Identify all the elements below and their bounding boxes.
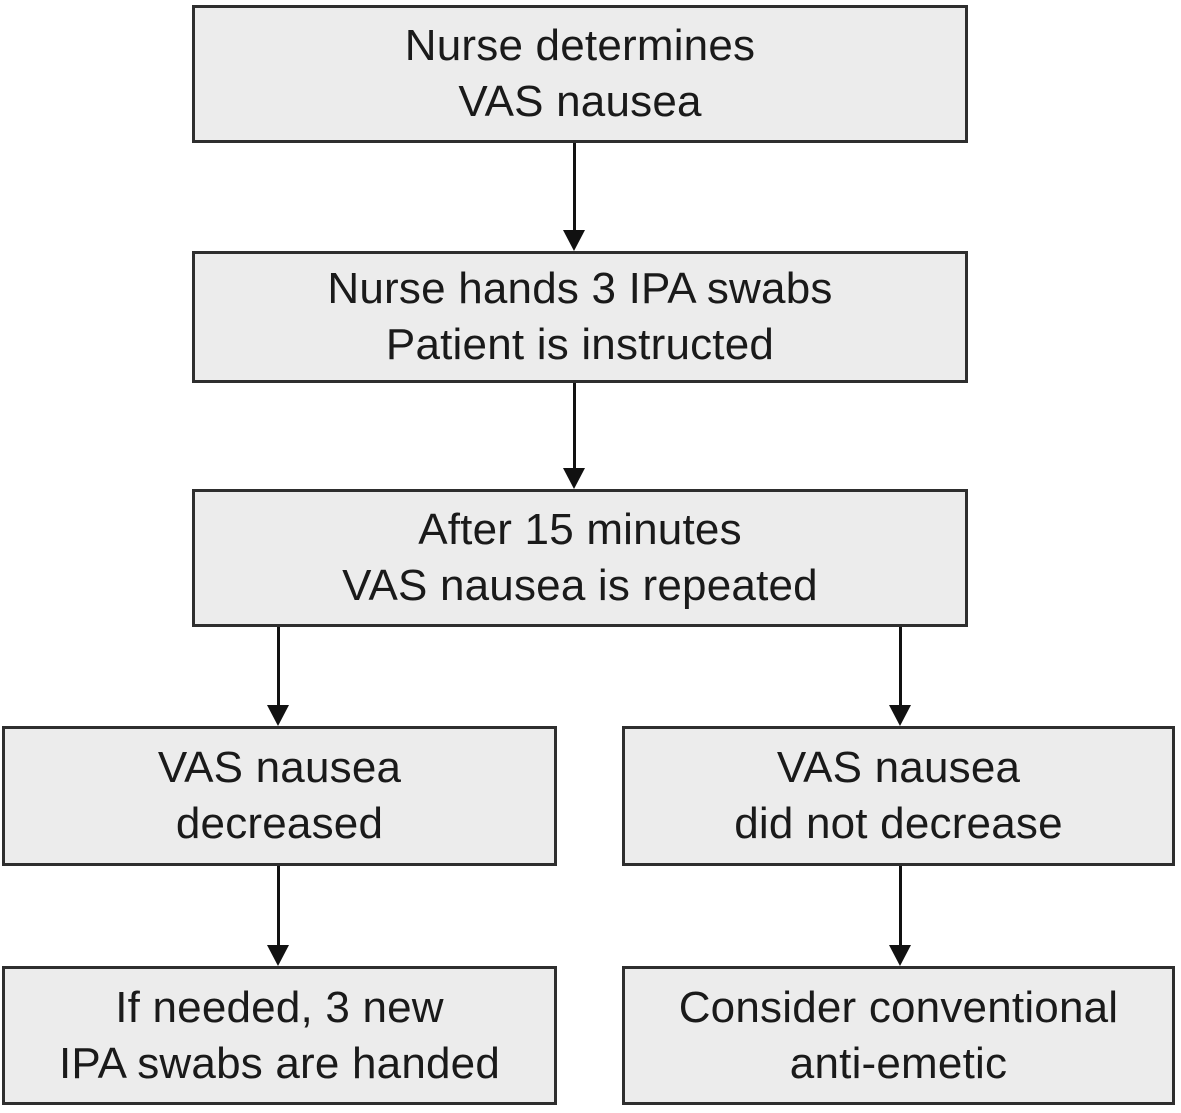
node-text-line: Patient is instructed: [385, 320, 775, 369]
arrow-to-after-15-minutes: [563, 383, 585, 489]
arrow-to-nurse-hands-swabs: [563, 143, 585, 251]
node-vas-decreased: VAS nausea decreased: [2, 726, 557, 866]
node-text-line: VAS nausea is repeated: [342, 561, 818, 610]
node-consider-anti-emetic: Consider conventional anti-emetic: [622, 966, 1175, 1105]
node-nurse-hands-swabs: Nurse hands 3 IPA swabs Patient is instr…: [192, 251, 968, 383]
arrow-to-consider-anti-emetic: [889, 866, 911, 966]
arrow-to-vas-decreased: [267, 627, 289, 726]
node-text-line: After 15 minutes: [418, 505, 742, 554]
arrow-to-vas-did-not-decrease: [889, 627, 911, 726]
node-text-line: Consider conventional: [678, 982, 1119, 1032]
node-new-swabs-handed: If needed, 3 new IPA swabs are handed: [2, 966, 557, 1105]
node-text-line: If needed, 3 new: [115, 982, 444, 1032]
node-vas-did-not-decrease: VAS nausea did not decrease: [622, 726, 1175, 866]
node-text-line: decreased: [175, 799, 384, 848]
node-text-line: Nurse hands 3 IPA swabs: [327, 264, 833, 313]
node-after-15-minutes: After 15 minutes VAS nausea is repeated: [192, 489, 968, 627]
node-text-line: Nurse determines: [404, 21, 756, 70]
node-text-line: VAS nausea: [157, 743, 402, 792]
arrow-to-new-swabs-handed: [267, 866, 289, 966]
node-text-line: VAS nausea: [458, 77, 702, 126]
node-nurse-determines: Nurse determines VAS nausea: [192, 5, 968, 143]
node-text-line: anti-emetic: [789, 1038, 1008, 1088]
node-text-line: did not decrease: [734, 799, 1063, 848]
node-text-line: IPA swabs are handed: [58, 1038, 501, 1088]
node-text-line: VAS nausea: [776, 743, 1021, 792]
